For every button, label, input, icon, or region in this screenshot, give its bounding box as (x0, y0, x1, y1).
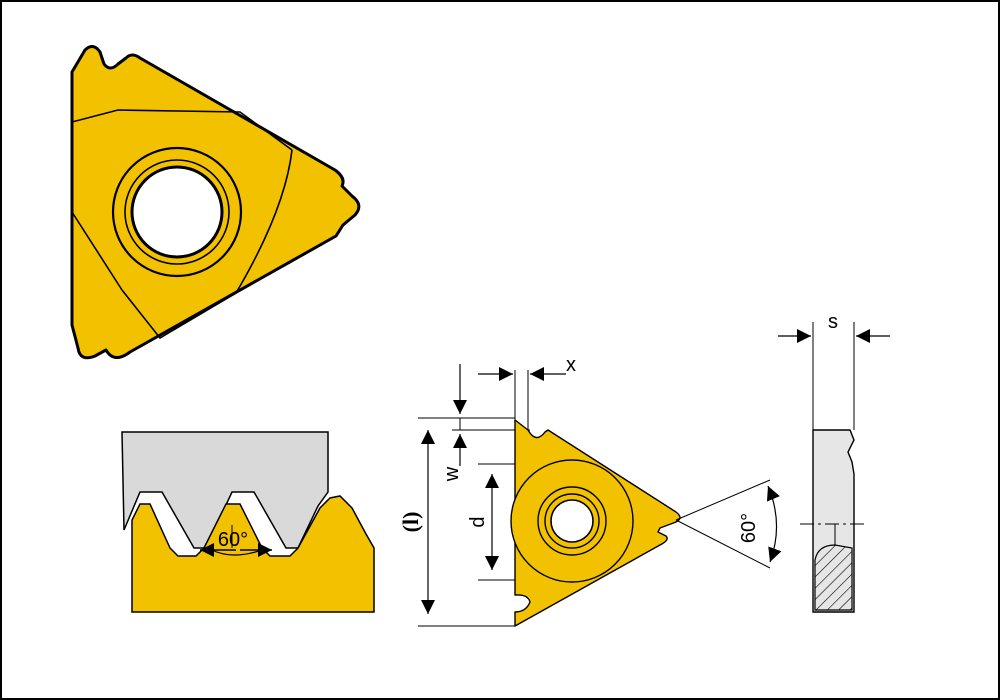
dim-s-label: s (828, 311, 838, 333)
thread-angle-label: 60° (218, 529, 248, 551)
insert-profile (131, 495, 375, 613)
insert-angle-label: 60° (738, 513, 760, 543)
insert-perspective-view (70, 45, 361, 360)
insert-side-section (814, 544, 853, 611)
insert-side-view: s (778, 311, 890, 613)
insert-front-view: 60° (l) d w x (398, 354, 782, 627)
dim-l-label: (l) (398, 512, 423, 533)
dim-w-label: w (441, 466, 463, 482)
workpiece-profile (121, 431, 329, 549)
insert-perspective-hole (130, 165, 224, 259)
dim-d-label: d (467, 516, 489, 527)
dim-x-label: x (566, 354, 576, 376)
thread-profile-view: 60° (121, 431, 375, 613)
insert-front-hole (550, 499, 594, 543)
